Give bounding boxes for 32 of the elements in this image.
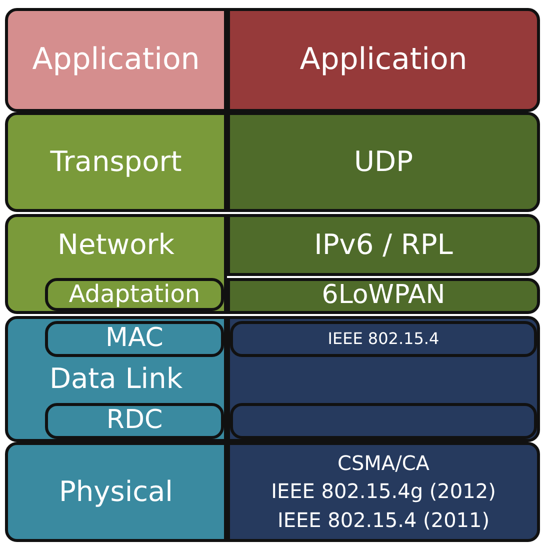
layer-box [5,214,227,314]
layer-label: UDP [354,146,413,178]
layer-box [230,403,537,439]
layer-label: MAC [106,324,164,354]
protocol-box [227,214,540,276]
layer-box [5,316,227,442]
layer-label: Application [300,42,468,78]
layer-label: Data Link [49,362,183,396]
layer-label: CSMA/CA [338,452,430,475]
layer-label: IEEE 802.15.4g (2012) [271,480,496,504]
protocol-box [227,442,540,542]
layer-box [5,8,227,112]
layer-label: RDC [106,406,163,436]
layer-box [45,278,224,311]
layer-label: Network [58,229,174,262]
layer-box [227,316,540,442]
layer-label: IEEE 802.15.4 [328,330,440,348]
protocol-box [227,8,540,112]
layer-label: Transport [50,146,182,178]
layer-label: IEEE 802.15.4 (2011) [277,509,490,532]
layer-label: Adaptation [68,280,200,308]
layer-label: IPv6 / RPL [314,228,453,262]
layer-box [45,321,224,357]
layer-box [5,112,227,212]
protocol-box [227,112,540,212]
layer-box [5,442,227,542]
layer-label: Application [32,42,200,78]
layer-label: 6LoWPAN [322,281,446,311]
layer-label: Physical [59,476,173,508]
protocol-box [230,321,537,357]
layer-box [45,403,224,439]
protocol-box [227,278,540,314]
